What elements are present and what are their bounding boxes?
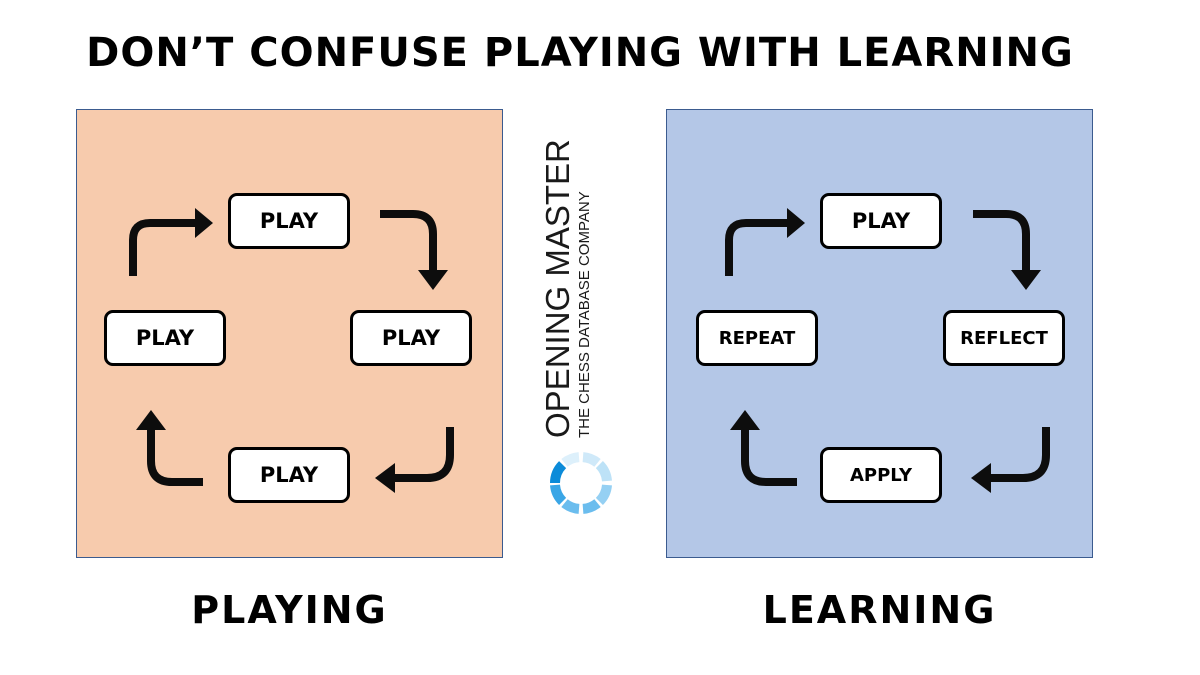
arrow-left-up-icon <box>147 430 203 486</box>
node-right: PLAY <box>350 310 472 366</box>
node-play: PLAY <box>820 193 942 249</box>
opening-master-logo: OPENING MASTER THE CHESS DATABASE COMPAN… <box>539 139 620 520</box>
logo-tagline: THE CHESS DATABASE COMPANY <box>576 191 593 438</box>
node-reflect: REFLECT <box>943 310 1065 366</box>
learning-panel: PLAY REFLECT APPLY REPEAT <box>666 109 1093 558</box>
arrow-down-left-icon <box>991 427 1050 482</box>
playing-caption: PLAYING <box>191 588 388 632</box>
logo-name: OPENING MASTER <box>539 139 576 438</box>
arrow-up-right-icon <box>725 219 787 276</box>
arrow-up-right-icon <box>129 219 195 276</box>
cycle-arrows <box>129 208 454 493</box>
node-apply: APPLY <box>820 447 942 503</box>
arrow-left-up-icon <box>741 430 797 486</box>
logo-ring-icon <box>549 452 612 514</box>
arrow-down-left-icon <box>395 427 454 482</box>
node-bottom: PLAY <box>228 447 350 503</box>
arrow-right-down-icon <box>380 210 437 270</box>
cycle-arrows <box>725 208 1050 493</box>
node-repeat: REPEAT <box>696 310 818 366</box>
page-title: DON’T CONFUSE PLAYING WITH LEARNING <box>86 30 1074 76</box>
node-left: PLAY <box>104 310 226 366</box>
node-top: PLAY <box>228 193 350 249</box>
playing-panel: PLAY PLAY PLAY PLAY <box>76 109 503 558</box>
learning-caption: LEARNING <box>762 588 997 632</box>
arrow-right-down-icon <box>973 210 1030 270</box>
